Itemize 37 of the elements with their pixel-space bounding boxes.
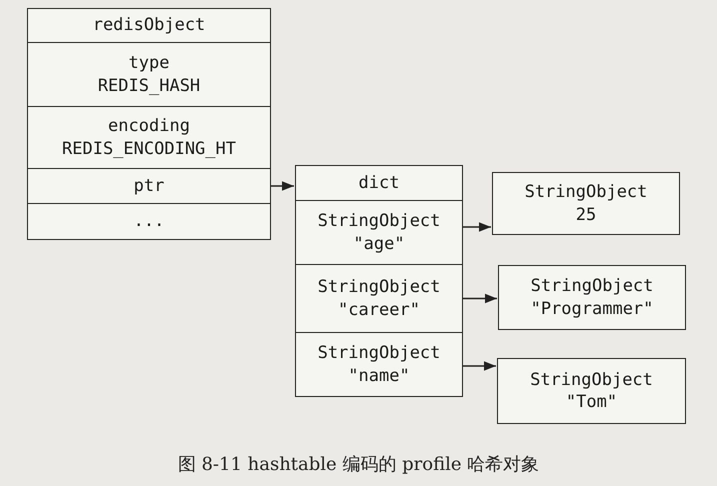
record-field [498, 265, 686, 330]
field-text: "age" [353, 232, 405, 255]
field-text: "career" [338, 298, 420, 321]
field-text: REDIS_ENCODING_HT [62, 138, 236, 160]
arrow [463, 361, 496, 371]
field-text: StringObject [530, 275, 654, 298]
record-field [27, 106, 271, 169]
field-text: "Programmer" [530, 298, 654, 320]
field-text: StringObject [524, 181, 648, 204]
record-field [295, 165, 463, 201]
figure-caption: 图 8-11 hashtable 编码的 profile 哈希对象 [178, 454, 540, 475]
field-text: ... [134, 210, 164, 233]
field-text: StringObject [530, 368, 653, 391]
field-text: StringObject [318, 210, 440, 232]
arrow [271, 181, 294, 191]
field-text: ptr [134, 174, 164, 198]
field-text: StringObject [318, 276, 440, 298]
record-field [27, 42, 271, 107]
field-text: StringObject [318, 342, 440, 364]
record-field [497, 358, 686, 424]
field-text: dict [358, 172, 400, 194]
record-field [295, 200, 463, 265]
record-field [492, 172, 680, 235]
arrow [463, 294, 497, 304]
field-text: encoding [108, 115, 190, 138]
field-text: REDIS_HASH [98, 74, 200, 97]
record-field [27, 203, 271, 240]
record-field [27, 168, 271, 204]
record-field [295, 332, 463, 397]
record-field [295, 264, 463, 333]
record-field [27, 8, 271, 43]
field-text: "name" [348, 364, 410, 387]
arrow [463, 222, 491, 232]
field-text: "Tom" [566, 391, 618, 414]
field-text: redisObject [92, 14, 206, 37]
field-text: type [128, 52, 170, 74]
field-text: 25 [576, 204, 596, 226]
